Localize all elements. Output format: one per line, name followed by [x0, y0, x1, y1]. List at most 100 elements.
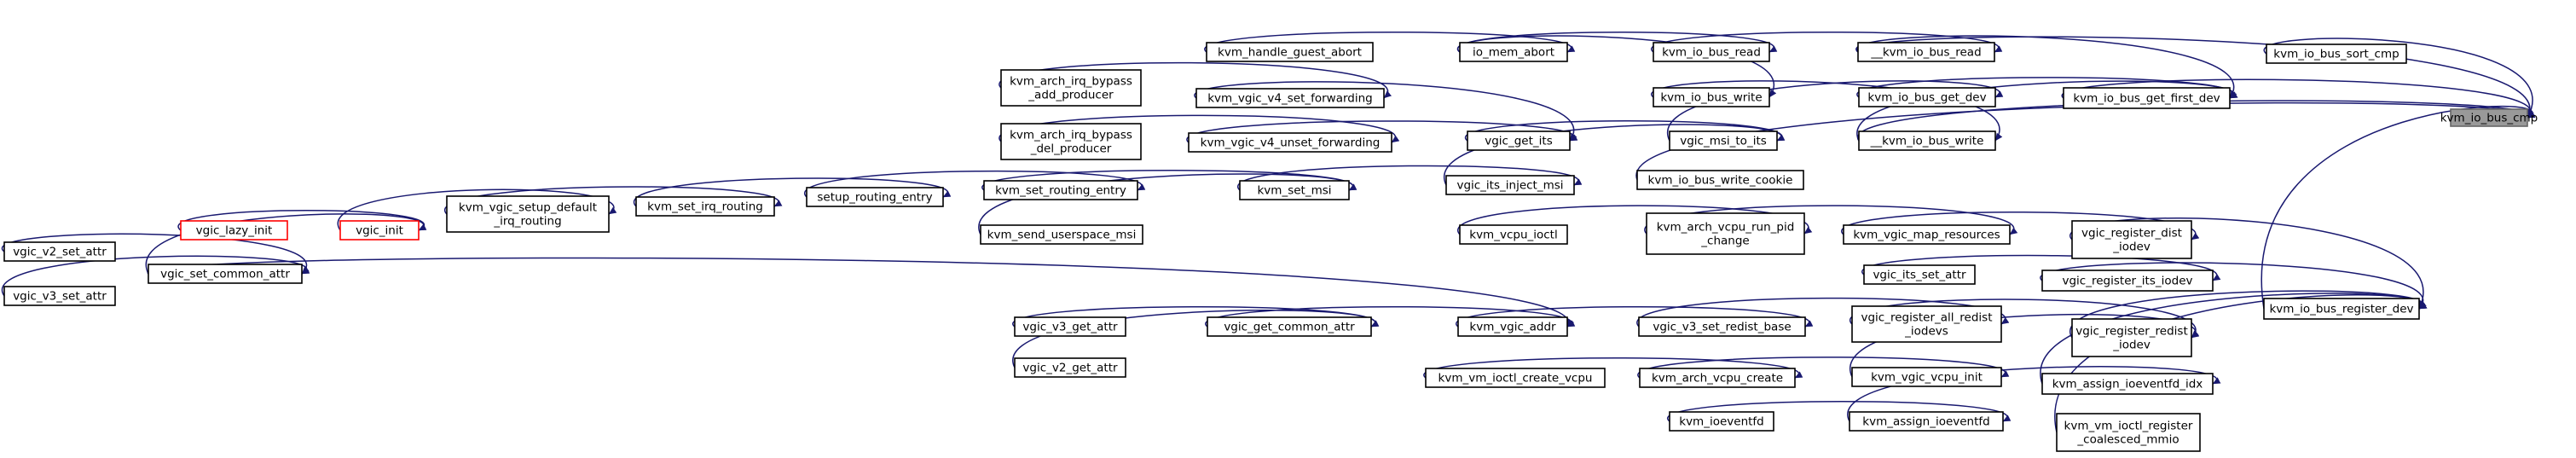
node-label: io_mem_abort	[1473, 46, 1554, 60]
node-vgic-its-set-attr[interactable]: vgic_its_set_attr	[1863, 264, 1976, 285]
node-box	[1459, 42, 1568, 62]
node-box	[3, 241, 116, 262]
node-kvm-io-bus-write-cookie[interactable]: kvm_io_bus_write_cookie	[1636, 170, 1804, 190]
node-box	[2056, 413, 2201, 452]
node-label: kvm_arch_irq_bypass	[1010, 129, 1132, 142]
node-kvm-handle-guest-abort[interactable]: kvm_handle_guest_abort	[1206, 42, 1374, 62]
edge-vgic_set_common_attr-to-kvm_vgic_addr	[148, 257, 1574, 328]
node-label: vgic_init	[356, 224, 403, 238]
node-vgic-register-redist-iodev[interactable]: vgic_register_redist_iodev	[2071, 318, 2192, 357]
node-label: kvm_io_bus_cmp	[2440, 112, 2538, 125]
node-kvm-io-bus-register-dev[interactable]: kvm_io_bus_register_dev	[2263, 298, 2420, 320]
node-label: kvm_io_bus_read	[1662, 46, 1761, 60]
node-label: vgic_get_common_attr	[1224, 321, 1355, 334]
node-vgic-get-common-attr[interactable]: vgic_get_common_attr	[1207, 316, 1372, 337]
node-kvm-io-bus-get-first-dev[interactable]: kvm_io_bus_get_first_dev	[2063, 87, 2231, 109]
node-box	[1646, 212, 1805, 255]
node-box	[1843, 224, 2011, 245]
node-label: _add_producer	[1028, 89, 1114, 102]
node-vgic-v3-set-redist-base[interactable]: vgic_v3_set_redist_base	[1638, 316, 1806, 337]
node-kvm-vgic-addr[interactable]: kvm_vgic_addr	[1457, 316, 1568, 337]
node-box	[1207, 316, 1372, 337]
node-box	[2071, 318, 2192, 357]
node-vgic-lazy-init[interactable]: vgic_lazy_init	[180, 220, 288, 241]
node-box	[1863, 264, 1976, 285]
node-label: vgic_its_inject_msi	[1456, 179, 1563, 193]
node-label: kvm_vgic_map_resources	[1853, 229, 2000, 242]
node-kvm-vm-ioctl-register-coalesced-mmio[interactable]: kvm_vm_ioctl_register_coalesced_mmio	[2056, 413, 2201, 452]
node-io-mem-abort[interactable]: io_mem_abort	[1459, 42, 1568, 62]
node-label: vgic_register_dist	[2081, 227, 2182, 241]
node-box	[3, 286, 116, 306]
node-vgic-set-common-attr[interactable]: vgic_set_common_attr	[148, 264, 303, 284]
node-kvm-vgic-setup-default-irq-routing[interactable]: kvm_vgic_setup_default_irq_routing	[446, 195, 610, 233]
node-kvm-arch-vcpu-run-pid-change[interactable]: kvm_arch_vcpu_run_pid_change	[1646, 212, 1805, 255]
node-kvm-vgic-v4-unset-forwarding[interactable]: kvm_vgic_v4_unset_forwarding	[1188, 132, 1392, 153]
node-box	[635, 196, 775, 217]
node-box	[2041, 270, 2214, 292]
node-kvm-io-bus-cmp[interactable]: kvm_io_bus_cmp	[2440, 108, 2538, 127]
node-kvm-set-routing-entry[interactable]: kvm_set_routing_entry	[983, 180, 1138, 200]
node-vgic-register-dist-iodev[interactable]: vgic_register_dist_iodev	[2071, 220, 2192, 259]
node-label: kvm_ioeventfd	[1679, 415, 1764, 429]
node-kvm-set-irq-routing[interactable]: kvm_set_irq_routing	[635, 196, 775, 217]
node-box	[980, 224, 1143, 245]
node---kvm-io-bus-write[interactable]: __kvm_io_bus_write	[1858, 130, 1996, 151]
node-vgic-v2-get-attr[interactable]: vgic_v2_get_attr	[1014, 357, 1126, 378]
node-box	[1639, 368, 1796, 388]
node-kvm-assign-ioeventfd[interactable]: kvm_assign_ioeventfd	[1849, 411, 2004, 432]
node-box	[1445, 175, 1575, 195]
node-kvm-io-bus-write[interactable]: kvm_io_bus_write	[1653, 87, 1770, 107]
node-vgic-msi-to-its[interactable]: vgic_msi_to_its	[1669, 130, 1778, 151]
node-vgic-v3-set-attr[interactable]: vgic_v3_set_attr	[3, 286, 116, 306]
node-label: __kvm_io_bus_write	[1870, 135, 1984, 148]
node-label: vgic_lazy_init	[196, 224, 273, 238]
node-kvm-vcpu-ioctl[interactable]: kvm_vcpu_ioctl	[1459, 224, 1568, 245]
node-vgic-v2-set-attr[interactable]: vgic_v2_set_attr	[3, 241, 116, 262]
node-kvm-io-bus-sort-cmp[interactable]: kvm_io_bus_sort_cmp	[2266, 43, 2407, 64]
node-label: vgic_v3_set_redist_base	[1653, 321, 1791, 334]
node-label: kvm_arch_vcpu_create	[1652, 372, 1783, 386]
node-kvm-send-userspace-msi[interactable]: kvm_send_userspace_msi	[980, 224, 1143, 245]
node-box	[1858, 87, 1996, 107]
edge-kvm_io_bus_register_dev-to-kvm_io_bus_cmp	[2261, 105, 2536, 310]
node-label: kvm_set_routing_entry	[995, 184, 1126, 198]
node-kvm-assign-ioeventfd-idx[interactable]: kvm_assign_ioeventfd_idx	[2041, 373, 2214, 395]
node-box	[1858, 130, 1996, 151]
node-label: kvm_io_bus_get_first_dev	[2073, 92, 2220, 106]
node-label: vgic_its_set_attr	[1873, 269, 1966, 282]
node-vgic-init[interactable]: vgic_init	[339, 220, 420, 241]
node-label: __kvm_io_bus_read	[1870, 46, 1981, 60]
node-kvm-io-bus-read[interactable]: kvm_io_bus_read	[1653, 42, 1770, 62]
node-box	[2263, 298, 2420, 320]
node-kvm-vm-ioctl-create-vcpu[interactable]: kvm_vm_ioctl_create_vcpu	[1425, 368, 1606, 388]
node-setup-routing-entry[interactable]: setup_routing_entry	[806, 187, 944, 207]
node-kvm-arch-irq-bypass-add-producer[interactable]: kvm_arch_irq_bypass_add_producer	[1000, 69, 1142, 107]
node-box	[1195, 88, 1385, 108]
node---kvm-io-bus-read[interactable]: __kvm_io_bus_read	[1857, 42, 1995, 62]
node-box	[1653, 87, 1770, 107]
node-label: vgic_register_its_iodev	[2063, 275, 2193, 288]
node-label: kvm_io_bus_sort_cmp	[2273, 48, 2399, 61]
node-label: vgic_v3_set_attr	[13, 290, 107, 304]
node-label: kvm_set_irq_routing	[647, 200, 763, 214]
node-vgic-v3-get-attr[interactable]: vgic_v3_get_attr	[1014, 316, 1126, 337]
node-kvm-vgic-map-resources[interactable]: kvm_vgic_map_resources	[1843, 224, 2011, 245]
node-box	[1000, 69, 1142, 107]
node-vgic-get-its[interactable]: vgic_get_its	[1467, 130, 1571, 151]
node-label: kvm_assign_ioeventfd	[1862, 415, 1989, 429]
node-kvm-arch-vcpu-create[interactable]: kvm_arch_vcpu_create	[1639, 368, 1796, 388]
node-kvm-set-msi[interactable]: kvm_set_msi	[1239, 180, 1350, 200]
node-vgic-register-its-iodev[interactable]: vgic_register_its_iodev	[2041, 270, 2214, 292]
node-kvm-arch-irq-bypass-del-producer[interactable]: kvm_arch_irq_bypass_del_producer	[1000, 123, 1142, 160]
node-vgic-register-all-redist-iodevs[interactable]: vgic_register_all_redist_iodevs	[1851, 305, 2002, 343]
node-label: kvm_io_bus_write	[1660, 91, 1762, 105]
node-label: vgic_msi_to_its	[1680, 135, 1767, 148]
node-box	[1851, 367, 2002, 387]
node-vgic-its-inject-msi[interactable]: vgic_its_inject_msi	[1445, 175, 1575, 195]
node-kvm-vgic-v4-set-forwarding[interactable]: kvm_vgic_v4_set_forwarding	[1195, 88, 1385, 108]
node-kvm-ioeventfd[interactable]: kvm_ioeventfd	[1669, 411, 1774, 432]
node-kvm-vgic-vcpu-init[interactable]: kvm_vgic_vcpu_init	[1851, 367, 2002, 387]
node-box	[1188, 132, 1392, 153]
node-kvm-io-bus-get-dev[interactable]: kvm_io_bus_get_dev	[1858, 87, 1996, 107]
